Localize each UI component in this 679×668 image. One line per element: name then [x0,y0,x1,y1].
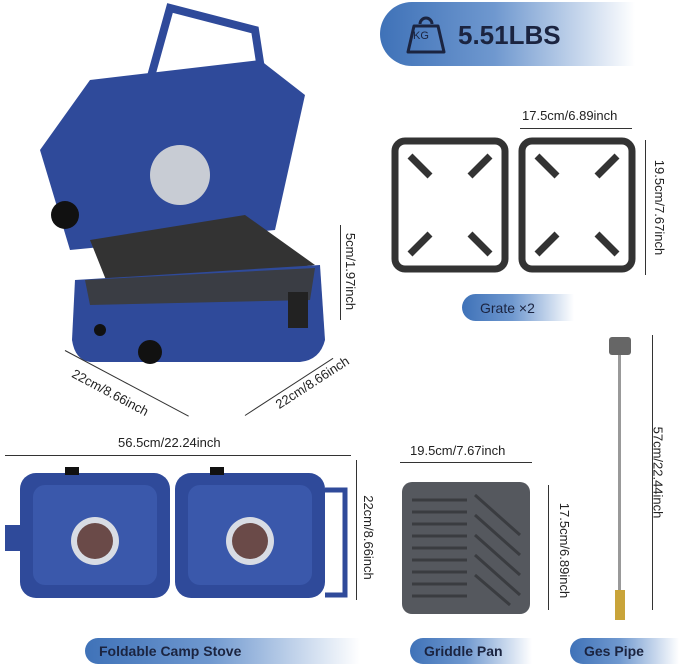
foldable-stove-label: Foldable Camp Stove [99,643,242,659]
weight-value: 5.51LBS [458,20,561,50]
griddle-label-pill: Griddle Pan [410,638,532,664]
pipe-label: Ges Pipe [584,643,644,659]
stove-open-image [5,467,348,598]
grate-width-label: 17.5cm/6.89inch [522,108,618,123]
grate-label: Grate ×2 [480,299,535,316]
foldable-stove-label-pill: Foldable Camp Stove [85,638,360,664]
stove-closed-image [40,3,325,364]
open-stove-width-label: 56.5cm/22.24inch [118,435,221,450]
kg-weight-icon [406,16,446,54]
height-dimension-line [340,225,341,320]
pipe-label-pill: Ges Pipe [570,638,679,664]
grate-image [391,137,636,273]
stove-height-label: 5cm/1.97inch [343,232,359,311]
griddle-label: Griddle Pan [424,643,503,659]
griddle-height-label: 17.5cm/6.89inch [557,502,573,599]
griddle-width-label: 19.5cm/7.67inch [410,443,506,458]
griddle-pan-image [402,482,530,614]
gas-pipe-image [609,337,631,620]
grate-label-pill: Grate ×2 [462,294,574,321]
grate-height-label: 19.5cm/7.67inch [652,159,668,256]
open-stove-height-label: 22cm/8.66inch [360,495,376,580]
kg-icon-text: KG [413,30,429,42]
pipe-length-label: 57cm/22.44inch [650,426,666,519]
weight-badge: KG 5.51LBS [380,2,635,66]
